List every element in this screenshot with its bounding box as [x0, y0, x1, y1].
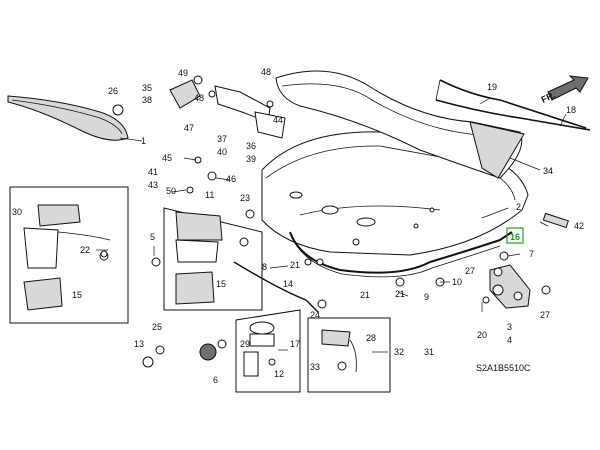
- callout-50[interactable]: 50: [166, 186, 176, 196]
- callout-7[interactable]: 7: [529, 249, 534, 259]
- callout-44[interactable]: 44: [273, 115, 283, 125]
- front-direction-arrow-icon: FR.: [540, 75, 589, 105]
- rod-part[interactable]: [233, 261, 319, 313]
- latch-detail-panel: [9, 186, 129, 324]
- callout-21-b[interactable]: 21: [360, 290, 370, 300]
- cylinder-detail-panel: [235, 309, 301, 393]
- callout-40[interactable]: 40: [217, 147, 227, 157]
- callout-45[interactable]: 45: [162, 153, 172, 163]
- callout-2[interactable]: 2: [516, 202, 521, 212]
- callout-13[interactable]: 13: [134, 339, 144, 349]
- trunk-garnish-part[interactable]: [7, 95, 129, 141]
- hinge-part[interactable]: [169, 75, 286, 139]
- callout-11[interactable]: 11: [205, 190, 214, 200]
- leader-lines: [96, 97, 567, 353]
- callout-15-center[interactable]: 15: [216, 279, 226, 289]
- callout-48-b[interactable]: 48: [261, 67, 271, 77]
- callout-41[interactable]: 41: [148, 167, 158, 177]
- callout-35[interactable]: 35: [142, 83, 152, 93]
- callout-37[interactable]: 37: [217, 134, 227, 144]
- callout-4[interactable]: 4: [507, 335, 512, 345]
- callout-49[interactable]: 49: [178, 68, 188, 78]
- callout-25[interactable]: 25: [152, 322, 162, 332]
- callout-14[interactable]: 14: [283, 279, 293, 289]
- callout-47[interactable]: 47: [184, 123, 194, 133]
- callout-1[interactable]: 1: [141, 136, 146, 146]
- callout-46[interactable]: 46: [226, 174, 236, 184]
- callout-38[interactable]: 38: [142, 95, 152, 105]
- callout-30[interactable]: 30: [12, 207, 22, 217]
- callout-22[interactable]: 22: [80, 245, 90, 255]
- callout-15-left[interactable]: 15: [72, 290, 82, 300]
- callout-18[interactable]: 18: [566, 105, 576, 115]
- callout-34[interactable]: 34: [543, 166, 553, 176]
- callout-32[interactable]: 32: [394, 347, 404, 357]
- callout-21-c[interactable]: 21: [395, 289, 405, 299]
- drawing-code: S2A1B5510C: [476, 363, 531, 373]
- callout-31[interactable]: 31: [424, 347, 434, 357]
- callout-17[interactable]: 17: [290, 339, 300, 349]
- callout-9[interactable]: 9: [424, 292, 429, 302]
- callout-10[interactable]: 10: [452, 277, 462, 287]
- callout-43[interactable]: 43: [148, 180, 158, 190]
- callout-5[interactable]: 5: [150, 232, 155, 242]
- callout-28[interactable]: 28: [366, 333, 376, 343]
- callout-3[interactable]: 3: [507, 322, 512, 332]
- callout-39[interactable]: 39: [246, 154, 256, 164]
- callout-6[interactable]: 6: [213, 375, 218, 385]
- spoiler-part[interactable]: [275, 70, 525, 179]
- callout-19[interactable]: 19: [487, 82, 497, 92]
- callout-16[interactable]: 16: [510, 232, 520, 242]
- highlight-callout-box: [506, 227, 524, 244]
- callout-27-b[interactable]: 27: [540, 310, 550, 320]
- callout-33[interactable]: 33: [310, 362, 320, 372]
- callout-26[interactable]: 26: [108, 86, 118, 96]
- weatherstrip-part[interactable]: [289, 231, 513, 278]
- callout-21-a[interactable]: 21: [290, 260, 300, 270]
- clip-42-part[interactable]: [542, 212, 569, 229]
- callout-27-a[interactable]: 27: [465, 266, 475, 276]
- callout-42[interactable]: 42: [574, 221, 584, 231]
- callout-23[interactable]: 23: [240, 193, 250, 203]
- callout-20[interactable]: 20: [477, 330, 487, 340]
- callout-labels: 1 2 3 4 5 6 7 8 9 10 11 12 13 14 15 15 1…: [12, 67, 584, 385]
- callout-29[interactable]: 29: [240, 339, 250, 349]
- switch-detail-panel: [307, 317, 391, 393]
- torsion-bar-part[interactable]: [435, 79, 591, 131]
- callout-12[interactable]: 12: [274, 369, 284, 379]
- callout-24[interactable]: 24: [310, 310, 320, 320]
- lock-detail-panel: [163, 207, 263, 311]
- callout-36[interactable]: 36: [246, 141, 256, 151]
- callout-48-a[interactable]: 48: [194, 93, 204, 103]
- callout-8[interactable]: 8: [262, 262, 267, 272]
